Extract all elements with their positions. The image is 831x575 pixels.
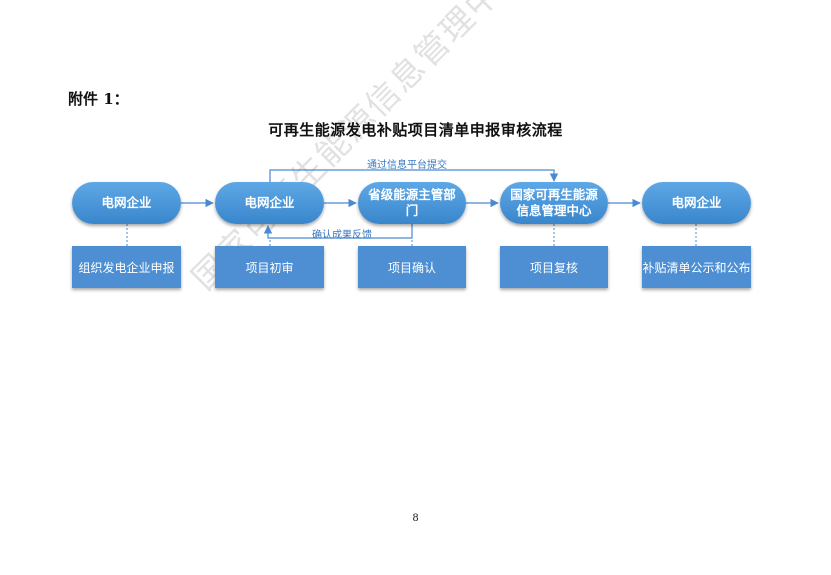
node-label: 省级能源主管部门	[368, 187, 456, 218]
step-publish-subsidy-list: 补贴清单公示和公布	[642, 246, 751, 288]
arrow-submit-via-platform	[269, 169, 559, 182]
node-grid-company-3: 电网企业	[642, 182, 751, 224]
diagram-title: 可再生能源发电补贴项目清单申报审核流程	[268, 121, 563, 139]
page-number: 8	[412, 513, 419, 524]
step-label: 项目初审	[245, 260, 294, 275]
arrow-feedback	[263, 224, 413, 239]
node-renewable-info-center: 国家可再生能源信息管理中心	[500, 182, 608, 224]
attachment-label: 附件 1：	[68, 90, 129, 108]
node-grid-company-1: 电网企业	[72, 182, 181, 224]
step-project-confirmation: 项目确认	[358, 246, 466, 288]
flow-label-feedback: 确认成果反馈	[312, 230, 372, 241]
flow-label-submit: 通过信息平台提交	[367, 160, 447, 171]
step-label: 补贴清单公示和公布	[642, 260, 751, 275]
node-label: 电网企业	[244, 195, 295, 210]
node-label: 电网企业	[671, 195, 722, 210]
step-project-recheck: 项目复核	[500, 246, 608, 288]
node-label: 国家可再生能源信息管理中心	[510, 187, 598, 218]
node-provincial-energy-dept: 省级能源主管部门	[358, 182, 466, 224]
step-label: 项目确认	[387, 260, 436, 275]
step-preliminary-review: 项目初审	[215, 246, 324, 288]
step-organize-application: 组织发电企业申报	[72, 246, 181, 288]
node-label: 电网企业	[101, 195, 152, 210]
step-label: 项目复核	[529, 260, 578, 275]
node-grid-company-2: 电网企业	[215, 182, 324, 224]
step-label: 组织发电企业申报	[78, 260, 175, 275]
